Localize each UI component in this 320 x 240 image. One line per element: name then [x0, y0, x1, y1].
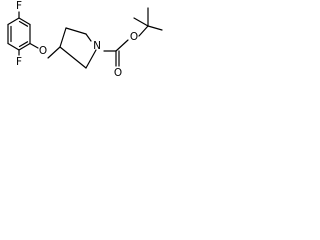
- ring-bond: [59, 27, 67, 48]
- ring-bond: [65, 27, 87, 35]
- ring-bond: [7, 42, 20, 51]
- atom-n: N: [93, 40, 101, 52]
- ring-bond: [18, 17, 31, 26]
- atom-o-carbonyl: O: [114, 67, 122, 79]
- bond-c-o-ether: [29, 42, 39, 49]
- atom-f-bottom: F: [16, 56, 22, 68]
- ring-double-bond: [18, 41, 29, 48]
- ring-bond: [85, 33, 92, 42]
- bond-c-o-ester: [115, 39, 129, 52]
- bond-o-c3: [47, 46, 61, 59]
- bond-o-c-quaternary: [138, 25, 149, 37]
- atom-o-ether: O: [39, 45, 47, 57]
- bond-tbu-methyl-right: [147, 25, 163, 31]
- pyrrolidine-ring: [59, 27, 97, 69]
- benzene-ring: [7, 17, 31, 51]
- ring-bond: [85, 49, 97, 69]
- ring-bond: [59, 46, 87, 69]
- ring-bond: [7, 17, 20, 26]
- bond-tbu-methyl-left: [133, 17, 149, 27]
- atom-o-ester: O: [130, 31, 138, 43]
- atom-f-top: F: [16, 0, 22, 12]
- molecule-diagram: F F O N O O: [7, 0, 163, 79]
- ring-double-bond: [18, 20, 29, 27]
- ring-bond: [18, 42, 31, 51]
